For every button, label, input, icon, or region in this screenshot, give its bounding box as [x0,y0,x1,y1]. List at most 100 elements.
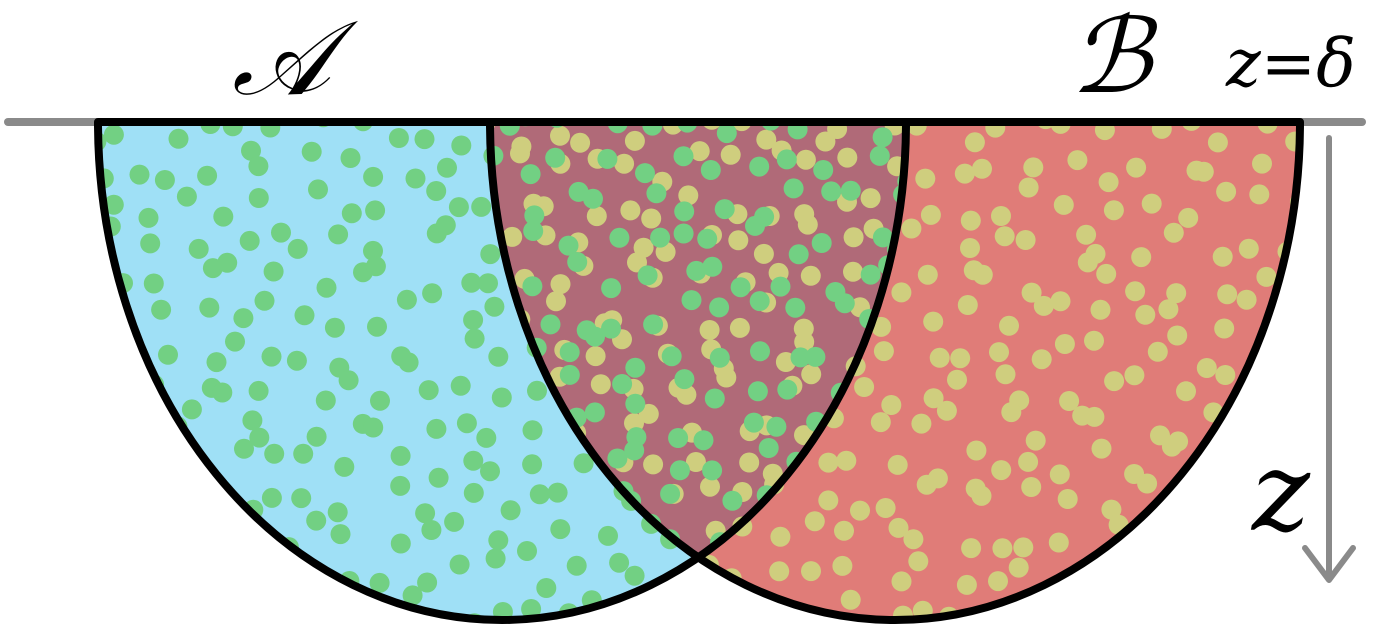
particle-dot [601,318,621,339]
particle-dot [735,600,756,620]
particle-dot [777,379,798,400]
particle-dot [390,475,411,496]
particle-dot [464,328,485,349]
particle-dot [65,609,85,629]
particle-dot [1077,252,1098,273]
particle-dot [1193,161,1214,182]
particle-dot [964,132,985,153]
particle-dot [700,476,720,497]
particle-dot [1215,365,1236,385]
particle-dot [151,299,172,320]
particle-dot [98,376,105,397]
particle-dot [893,605,913,620]
particle-dot [637,265,658,286]
particle-dot [1238,238,1259,259]
particle-dot [316,277,337,298]
particle-dot [140,233,161,254]
particle-dot [1289,281,1300,302]
particle-dot [729,317,750,338]
particle-dot [72,409,92,429]
particle-dot [1061,580,1082,601]
particle-dot [360,600,381,620]
particle-dot [875,498,896,518]
particle-dot [837,147,858,168]
particle-dot [818,490,839,511]
particle-dot [1139,598,1160,619]
particle-dot [308,179,328,200]
particle-dot [328,224,349,245]
particle-dot [790,347,811,368]
particle-dot [850,500,870,521]
particle-dot [263,261,284,282]
particle-dot [888,517,909,538]
particle-dot [801,364,822,385]
particle-dot [843,261,863,282]
particle-dot [428,467,449,488]
particle-dot [307,596,327,617]
particle-dot [625,393,646,414]
particle-dot [960,210,981,231]
particle-dot [463,310,484,330]
particle-dot [917,264,938,285]
particle-dot [1098,172,1119,193]
particle-dot [1067,150,1088,171]
particle-dot [1200,539,1221,559]
particle-dot [947,369,967,390]
particle-dot [1103,200,1124,221]
particle-dot [248,188,269,208]
particle-dot [178,532,199,553]
particle-dot [183,462,204,483]
particle-dot [1126,157,1147,178]
particle-dot [205,555,226,576]
particle-dot [716,367,737,388]
particle-dot [291,488,312,509]
particle-dot [901,218,922,239]
particle-dot [291,561,312,582]
particle-dot [1001,402,1022,423]
particle-dot [770,276,791,297]
particle-dot [363,417,384,438]
particle-dot [745,215,765,236]
particle-dot [821,181,842,202]
particle-dot [480,461,500,482]
particle-dot [739,452,760,473]
particle-dot [559,342,580,363]
particle-dot [1236,289,1257,310]
particle-dot [540,314,561,335]
particle-dot [832,555,853,576]
particle-dot [840,180,861,201]
particle-dot [254,290,275,311]
particle-dot [1249,184,1270,205]
depth-arrow [1302,135,1356,583]
particle-dot [363,166,384,187]
particle-dot [676,384,697,405]
particle-dot [301,141,322,162]
particle-dot [167,610,188,620]
particle-dot [157,549,178,570]
particle-dot [417,572,438,593]
particle-dot [915,168,936,189]
particle-dot [261,346,282,367]
particle-dot [104,306,125,326]
particle-dot [669,460,690,481]
particle-dot [1049,464,1070,485]
particle-dot [176,186,197,207]
particle-dot [1207,132,1228,153]
particle-dot [800,265,821,286]
particle-dot [1166,283,1187,304]
particle-dot [536,578,557,598]
particle-dot [212,382,233,403]
particle-dot [122,439,143,460]
particle-dot [287,238,308,259]
particle-dot [115,337,136,358]
particle-dot [363,240,383,261]
particle-dot [463,482,484,503]
particle-dot [450,375,471,396]
particle-dot [435,215,456,236]
particle-dot [527,380,547,401]
particle-dot [545,147,566,168]
particle-dot [129,164,150,185]
particle-dot [521,599,542,619]
particle-dot [972,264,993,285]
particle-dot [731,122,752,132]
